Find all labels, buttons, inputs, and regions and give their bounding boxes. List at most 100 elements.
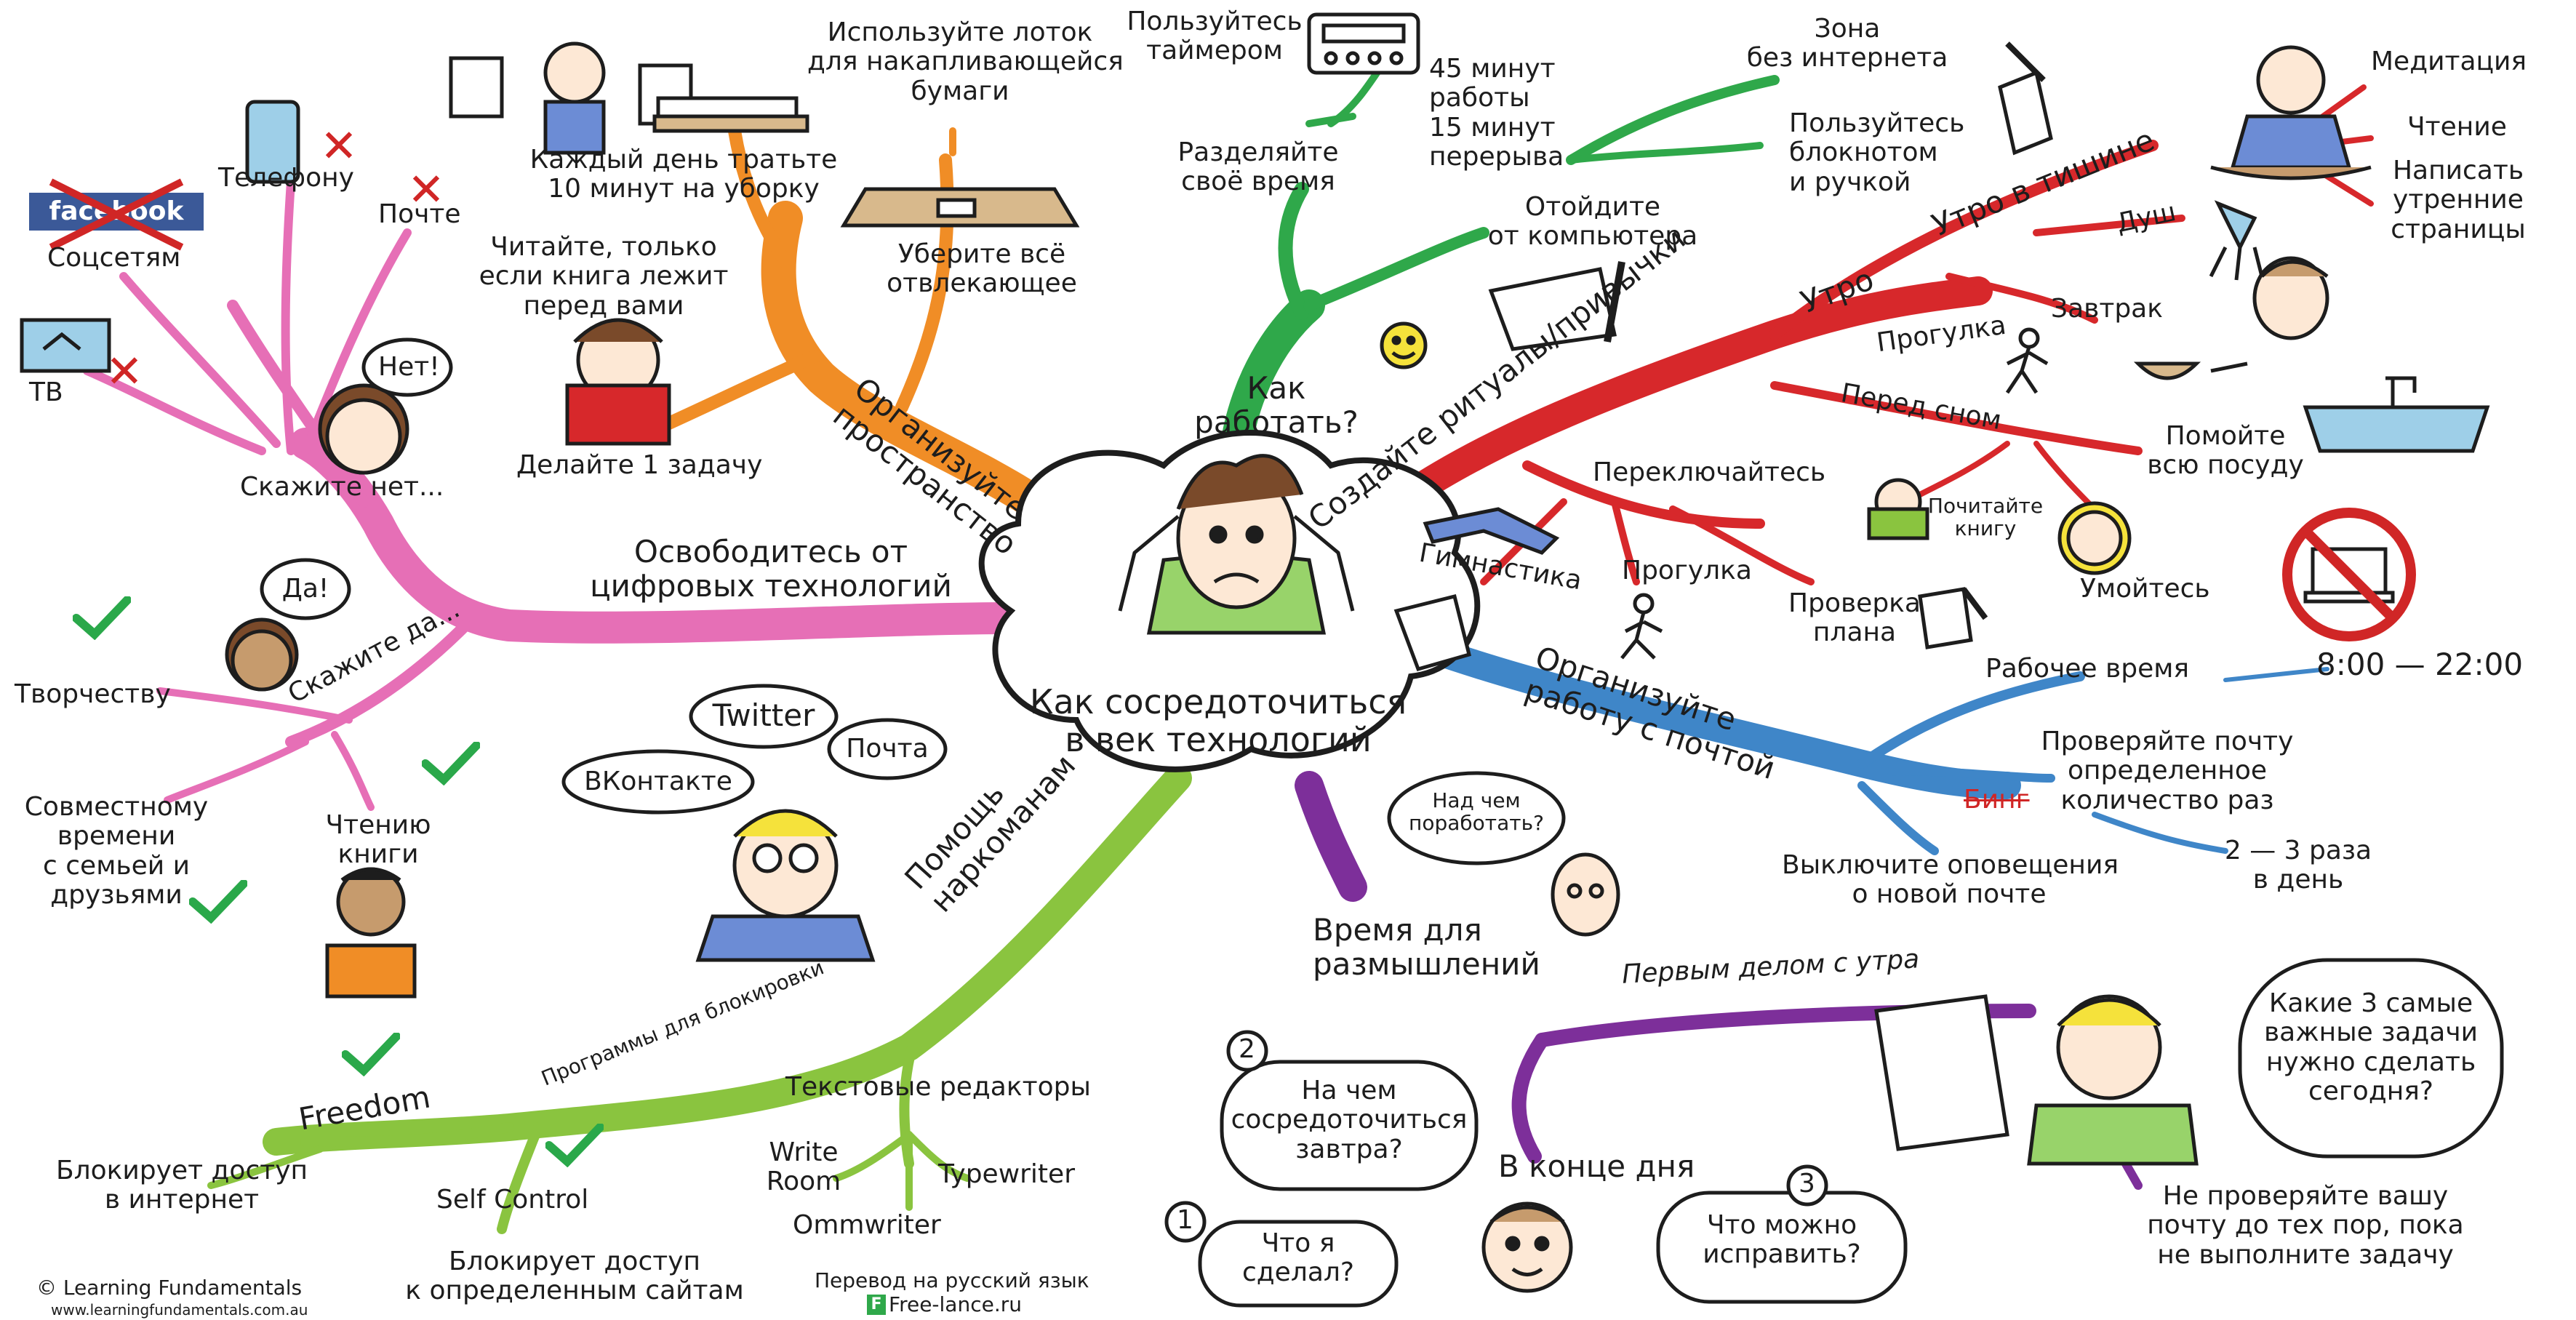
- branch-mail-hours: [2223, 667, 2329, 682]
- check-plan-label: Проверка плана: [1788, 588, 1921, 648]
- freedom-desc-label: Блокирует доступ в интернет: [55, 1156, 308, 1215]
- num-3: 3: [1799, 1169, 1815, 1199]
- family-time-label: Совместному времени с семьей и друзьями: [24, 792, 209, 910]
- num-1: 1: [1177, 1205, 1193, 1235]
- branch-space-cleanup: [728, 124, 792, 268]
- mail-label: Почте: [378, 199, 461, 229]
- person-yes: [225, 617, 299, 692]
- branch-rituals-wash: [2033, 441, 2097, 512]
- person-reading-book: [1867, 478, 1929, 540]
- cross-icon: ✕: [407, 163, 445, 216]
- person-thinking: [1551, 852, 1620, 937]
- branch-digital-tv: [83, 367, 266, 455]
- branch-work-zone: [1566, 75, 1780, 165]
- bubble-no: [361, 337, 453, 397]
- branch-work-intervals: [1305, 113, 1356, 127]
- person-washing: [2057, 501, 2132, 575]
- bubble-twitter: [689, 684, 839, 749]
- branch-rituals-switch: [1522, 460, 1765, 529]
- bubble-yes: [260, 558, 351, 620]
- wash-face-label: Умойтесь: [2080, 574, 2210, 604]
- tray-label: Используйте лоток для накапливающейся бу…: [807, 17, 1124, 106]
- say-no-label: Скажите нет...: [240, 472, 444, 502]
- copyright-label: © Learning Fundamentals: [36, 1276, 303, 1300]
- hours-label: 8:00 — 22:00: [2316, 647, 2524, 682]
- branch-help-typewriter: [905, 1131, 971, 1182]
- check-icon: [545, 1124, 604, 1167]
- bubble-top3: [2238, 958, 2504, 1159]
- gymnastics-drawing: [1423, 507, 1560, 555]
- bubble-q1: [1198, 1220, 1399, 1308]
- paper-drawing: [1393, 593, 1472, 672]
- branch-help-freedom-desc: [207, 1145, 324, 1189]
- cross-icon: ✕: [320, 119, 358, 172]
- branch-work-step: [1303, 227, 1489, 311]
- switch-label: Переключайтесь: [1593, 457, 1826, 487]
- meditation-label: Медитация: [2371, 47, 2527, 76]
- branch-rituals-book: [1917, 441, 2010, 497]
- notifications-label: Выключите оповещения о новой почте: [1782, 850, 2119, 910]
- person-no: [318, 383, 409, 475]
- bubble-vk: [561, 749, 755, 815]
- center-person: [1118, 454, 1355, 635]
- yes-bubble-label: Да!: [281, 574, 329, 604]
- bubble-q2: [1220, 1060, 1479, 1191]
- reflection-branch-label: Время для размышлений: [1313, 912, 1540, 983]
- sink-drawing: [2303, 376, 2490, 453]
- branch-work-notepad: [1567, 142, 1764, 164]
- selfcontrol-desc-label: Блокирует доступ к определенным сайтам: [405, 1247, 744, 1306]
- cross-icon: ✕: [105, 345, 143, 398]
- bubble-mail: [827, 718, 948, 780]
- check-icon: [422, 742, 480, 785]
- check-icon: [342, 1033, 400, 1076]
- branch-mail-times: [2092, 812, 2228, 854]
- check-icon: [73, 596, 131, 640]
- num-2: 2: [1239, 1034, 1255, 1064]
- branch-rituals-walk: [1611, 498, 1640, 585]
- cleanup-label: Каждый день тратьте 10 минут на уборку: [529, 145, 838, 204]
- text-editors-label: Текстовые редакторы: [785, 1072, 1091, 1102]
- num-2-circle: [1226, 1030, 1268, 1072]
- selfcontrol-label: Self Control: [436, 1185, 589, 1215]
- remove-distractions-label: Уберите всё отвлекающее: [887, 239, 1077, 299]
- cross-icon: [49, 178, 184, 251]
- dont-check-mail-label: Не проверяйте вашу почту до тех пор, пок…: [2147, 1181, 2464, 1270]
- branch-help-writeroom: [833, 1131, 913, 1182]
- branch-digital-yes: [285, 620, 471, 748]
- work-time-label: Рабочее время: [1985, 654, 2190, 684]
- num-3-circle: [1786, 1164, 1828, 1207]
- walker-drawing: [2005, 327, 2049, 394]
- branch-digital-creativity: [156, 687, 353, 724]
- branch-digital-mail: [301, 228, 412, 455]
- bubble-think: [1387, 771, 1566, 865]
- phone-drawing: [245, 100, 300, 184]
- person-cleanup: [449, 41, 809, 155]
- speech-bubbles: [260, 337, 2504, 1308]
- phone-label: Телефону: [218, 163, 354, 193]
- notepad-label: Пользуйтесь блокнотом и ручкой: [1789, 108, 1965, 197]
- branch-rituals-breakfast: [1945, 273, 2098, 324]
- branch-mail: [1412, 633, 2021, 799]
- ommwriter-label: Ommwriter: [793, 1210, 941, 1240]
- center-title: Как сосредоточиться в век технологий: [1029, 682, 1407, 759]
- person-overwhelmed: [695, 809, 876, 962]
- branch-help: [263, 764, 1192, 1156]
- branch-digital-family: [164, 738, 309, 804]
- times-per-day-label: 2 — 3 раза в день: [2224, 836, 2372, 895]
- social-label: Соцсетям: [47, 243, 181, 273]
- twitter-label: Twitter: [712, 697, 815, 733]
- read-book-before-sleep-label: Почитайте книгу: [1927, 494, 2044, 541]
- bing-label: Бинг: [1964, 785, 2030, 815]
- site-label: www.learningfundamentals.com.au: [51, 1301, 308, 1319]
- branch-reflection-end: [1511, 1033, 1549, 1164]
- person-read-center: [565, 318, 671, 446]
- one-task-label: Делайте 1 задачу: [516, 450, 763, 480]
- no-computer-sign: [2282, 508, 2416, 641]
- end-of-day-label: В конце дня: [1498, 1148, 1695, 1184]
- digital-branch-label: Освободитесь от цифровых технологий: [590, 534, 952, 604]
- branch-rituals-sleep: [1770, 381, 2143, 455]
- tv-drawing: [20, 318, 111, 373]
- person-end-day: [1481, 1201, 1573, 1293]
- creativity-label: Творчеству: [15, 679, 171, 709]
